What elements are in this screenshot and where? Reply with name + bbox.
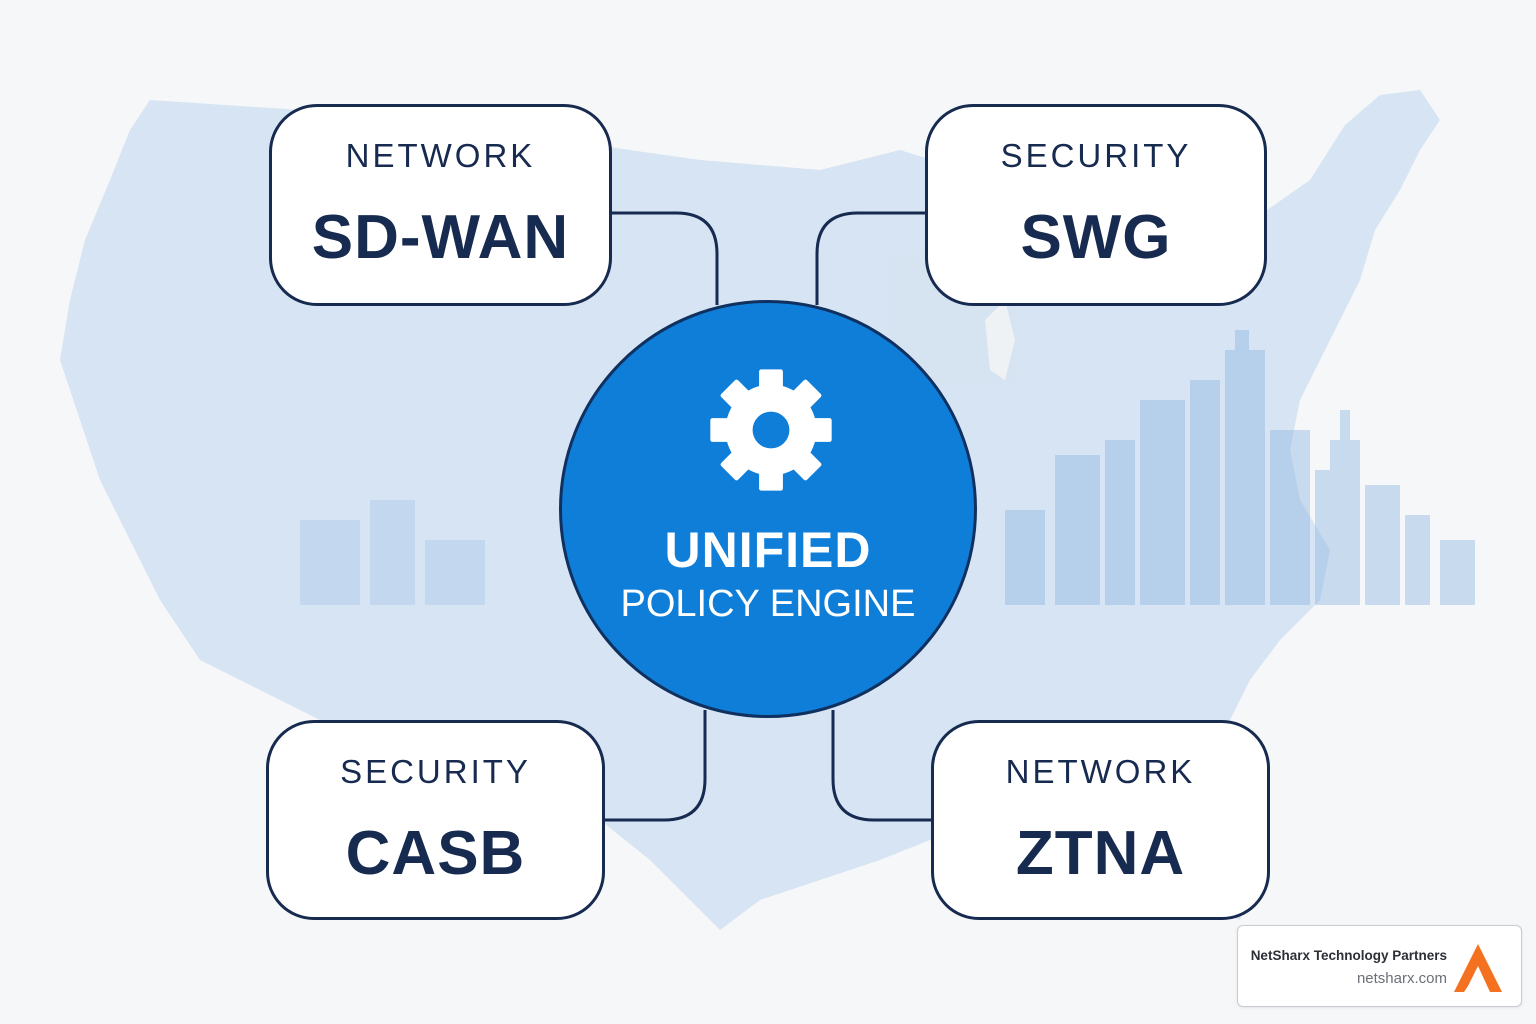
unified-policy-engine-hub: UNIFIED POLICY ENGINE [559,300,977,718]
node-category-label: NETWORK [345,137,536,174]
node-ztna: NETWORK ZTNA [931,720,1270,920]
hub-subtitle: POLICY ENGINE [620,583,916,625]
node-category-label: SECURITY [340,753,531,790]
node-product-label: CASB [345,819,526,888]
connector-ztna [831,710,931,822]
gear-icon [710,369,832,491]
city-skyline [300,330,1475,605]
netsharx-logo-icon [1454,944,1502,992]
connector-lines [605,211,931,822]
node-swg: SECURITY SWG [925,104,1267,306]
connector-sdwan [612,211,719,305]
badge-url: netsharx.com [1356,970,1447,987]
node-sdwan: NETWORK SD-WAN [269,104,612,306]
node-category-label: NETWORK [1005,753,1196,790]
badge-company-name: NetSharx Technology Partners [1250,948,1447,963]
node-product-label: SD-WAN [311,203,570,272]
connector-swg [815,211,925,305]
connector-casb [605,710,707,822]
hub-title: UNIFIED [664,522,872,578]
node-product-label: SWG [1020,203,1172,272]
netsharx-badge: NetSharx Technology Partners netsharx.co… [1237,925,1522,1007]
node-casb: SECURITY CASB [266,720,605,920]
node-category-label: SECURITY [1000,137,1192,174]
node-product-label: ZTNA [1015,819,1186,888]
